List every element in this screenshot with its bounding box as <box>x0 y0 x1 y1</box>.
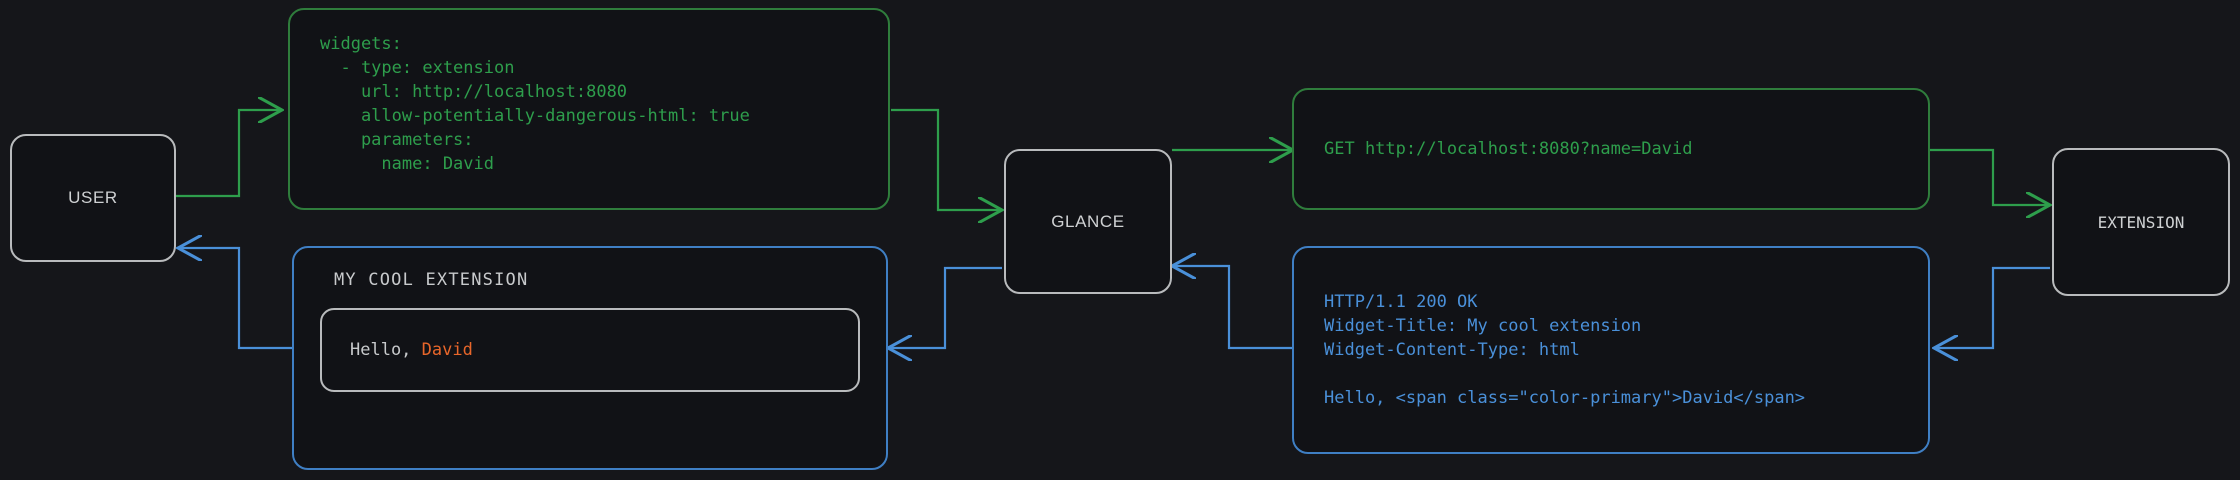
edge-user-to-config <box>176 110 282 198</box>
widget-body-text: Hello, David <box>350 338 473 362</box>
widget-body-accent: David <box>421 340 473 360</box>
edge-extension-to-response <box>1934 266 2050 348</box>
panel-http-request: GET http://localhost:8080?name=David <box>1292 88 1930 210</box>
edge-response-to-glance <box>1172 266 1293 350</box>
widget-body-prefix: Hello, <box>350 340 422 360</box>
node-user[interactable]: USER <box>10 134 176 262</box>
panel-http-response: HTTP/1.1 200 OK Widget-Title: My cool ex… <box>1292 246 1930 454</box>
node-user-label: USER <box>68 188 118 207</box>
config-code-block: widgets: - type: extension url: http://l… <box>320 34 750 174</box>
edge-glance-to-widget <box>888 266 1002 348</box>
node-glance[interactable]: GLANCE <box>1004 149 1172 294</box>
widget-title: MY COOL EXTENSION <box>334 270 529 290</box>
node-extension[interactable]: EXTENSION <box>2052 148 2230 296</box>
node-glance-label: GLANCE <box>1051 211 1125 231</box>
node-extension-label: EXTENSION <box>2097 212 2185 232</box>
response-code-block: HTTP/1.1 200 OK Widget-Title: My cool ex… <box>1324 292 1806 408</box>
panel-config: widgets: - type: extension url: http://l… <box>288 8 890 210</box>
edge-widget-to-user <box>178 248 293 350</box>
edge-request-to-extension <box>1928 148 2050 205</box>
edge-config-to-glance <box>891 108 1002 210</box>
panel-rendered-widget: MY COOL EXTENSION Hello, David <box>292 246 888 470</box>
request-code-block: GET http://localhost:8080?name=David <box>1324 139 1693 159</box>
widget-content-box: Hello, David <box>320 308 860 392</box>
